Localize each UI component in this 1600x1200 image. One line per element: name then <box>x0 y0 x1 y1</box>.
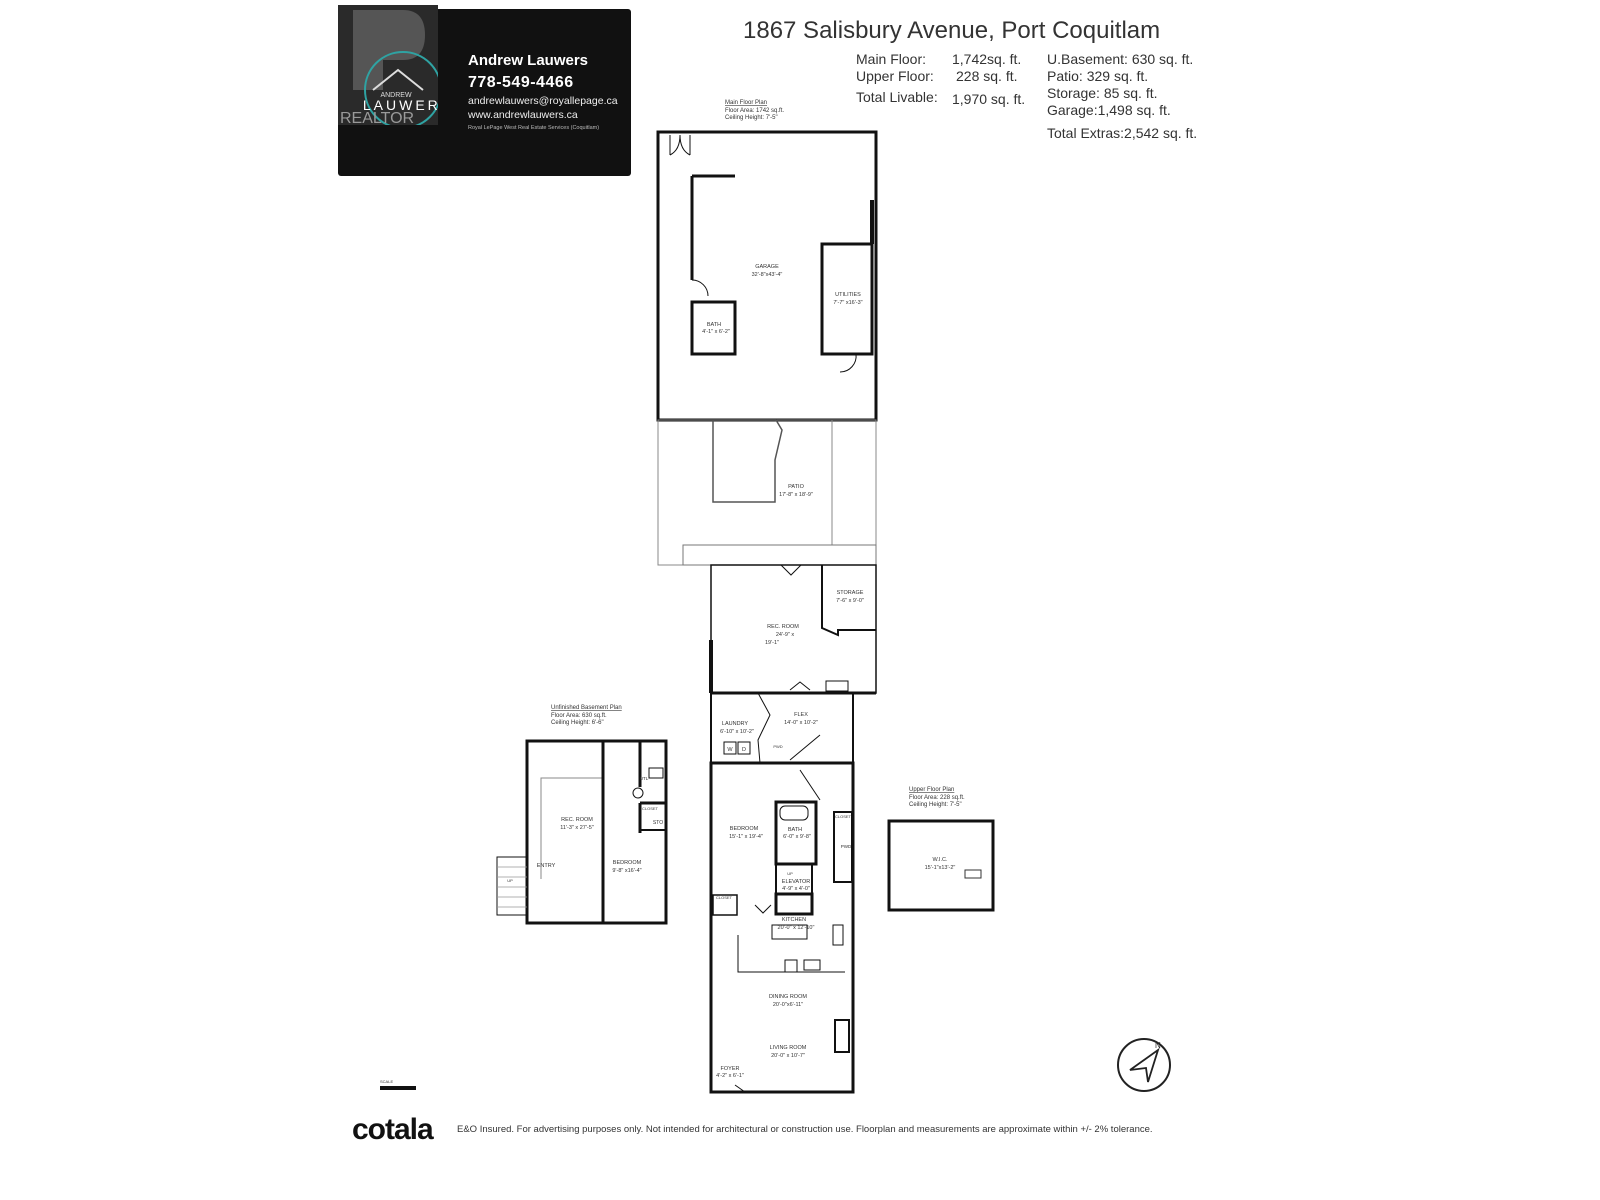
total-livable-value: 1,970 sq. ft. <box>952 91 1026 107</box>
u-basement-stat: U.Basement: 630 sq. ft. <box>1047 51 1194 67</box>
sto-label: STO <box>653 820 663 826</box>
disclaimer: E&O Insured. For advertising purposes on… <box>457 1124 1153 1135</box>
bath-label: BATH <box>788 827 802 833</box>
total-livable-label: Total Livable: <box>856 89 938 105</box>
storage-dims: 7'-6" x 9'-0" <box>836 598 864 604</box>
plan-titles: Main Floor Plan Floor Area: 1742 sq.ft. … <box>551 100 965 808</box>
property-address: 1867 Salisbury Avenue, Port Coquitlam <box>743 17 1161 44</box>
extras-stats: U.Basement: 630 sq. ft. Patio: 329 sq. f… <box>1047 51 1197 142</box>
washer-label: W <box>727 747 733 753</box>
elevator-dims: 4'-9" x 4'-0" <box>782 886 810 892</box>
basement-bedroom-dims: 9'-8" x16'-4" <box>612 868 641 874</box>
basement-rec-room-label: REC. ROOM <box>561 817 593 823</box>
stairs-icon <box>964 869 982 879</box>
kitchen-label: KITCHEN <box>782 917 806 923</box>
basement-plan-walls <box>496 739 668 925</box>
patio-stat: Patio: 329 sq. ft. <box>1047 68 1149 84</box>
elevator-label: ELEVATOR <box>782 879 810 885</box>
storage-stat: Storage: 85 sq. ft. <box>1047 85 1158 101</box>
garage-bath-dims: 4'-1" x 6'-2" <box>702 329 730 335</box>
agent-phone: 778-549-4466 <box>468 74 574 91</box>
wic-label: W.I.C. <box>933 857 948 863</box>
rec-room-dims: 24'-9" x <box>776 632 795 638</box>
north-compass-icon: N <box>1117 1038 1171 1092</box>
agent-website: www.andrewlauwers.ca <box>468 109 578 121</box>
basement-rec-room-dims: 11'-3" x 27'-5" <box>560 825 593 831</box>
upper-plan-area: Floor Area: 228 sq.ft. <box>909 795 965 801</box>
agent-brokerage: Royal LePage West Real Estate Services (… <box>468 125 600 131</box>
main-floor-value: 1,742sq. ft. <box>952 51 1022 67</box>
svg-text:REALTOR: REALTOR <box>340 110 414 125</box>
basement-closet-label: CLOSET <box>642 806 659 811</box>
upper-plan-title: Upper Floor Plan <box>909 787 954 793</box>
dining-room-dims: 20'-0"x6'-11" <box>773 1002 803 1008</box>
livable-stats-labels: Main Floor: Upper Floor: Total Livable: <box>856 51 938 106</box>
wic-dims: 15'-1"x13'-2" <box>925 865 956 871</box>
main-plan-ceiling: Ceiling Height: 7'-5" <box>725 115 778 121</box>
cotala-logo: cotala <box>352 1113 434 1146</box>
agent-name: Andrew Lauwers <box>468 52 589 69</box>
garage-dims: 32'-8"x43'-4" <box>752 272 783 278</box>
foyer-dims: 4'-2" x 6'-1" <box>716 1073 744 1079</box>
livable-stats-values: 1,742sq. ft. 228 sq. ft. 1,970 sq. ft. <box>952 51 1025 108</box>
svg-text:LAUWERS: LAUWERS <box>363 97 438 113</box>
dining-room-label: DINING ROOM <box>769 994 807 1000</box>
flex-label: FLEX <box>794 712 808 718</box>
garage-stat: Garage:1,498 sq. ft. <box>1047 102 1171 118</box>
utilities-dims: 7'-7" x16'-3" <box>833 300 862 306</box>
elevator-up-label: UP <box>787 871 793 876</box>
stairs-up-label: UP <box>507 878 513 883</box>
agent-email: andrewlauwers@royallepage.ca <box>468 95 618 107</box>
upper-floor-value: 228 sq. ft. <box>956 68 1018 84</box>
basement-plan-ceiling: Ceiling Height: 6'-6" <box>551 720 604 726</box>
pwd-2-label: PWD <box>841 844 852 849</box>
svg-text:SCALE: SCALE <box>380 1079 393 1084</box>
utl-label: UTL <box>640 776 649 781</box>
basement-plan-title: Unfinished Basement Plan <box>551 705 622 711</box>
dryer-label: D <box>742 747 746 753</box>
patio-label: PATIO <box>788 484 804 490</box>
garage-label: GARAGE <box>755 264 779 270</box>
agent-card: ANDREW LAUWERS REALTOR Andrew Lauwers 77… <box>338 5 631 176</box>
upper-room-labels: W.I.C. 15'-1"x13'-2" <box>925 857 956 871</box>
garage-bath-label: BATH <box>707 322 721 328</box>
svg-text:ANDREW: ANDREW <box>380 92 412 99</box>
living-room-label: LIVING ROOM <box>770 1045 807 1051</box>
living-room-dims: 20'-0" x 10'-7" <box>771 1053 805 1059</box>
laundry-label: LAUNDRY <box>722 721 749 727</box>
basement-plan-area: Floor Area: 630 sq.ft. <box>551 713 607 719</box>
closet-label: CLOSET <box>716 895 733 900</box>
main-plan-area: Floor Area: 1742 sq.ft. <box>725 108 784 114</box>
flex-dims: 14'-0" x 10'-2" <box>784 720 818 726</box>
utilities-label: UTILITIES <box>835 292 861 298</box>
laundry-dims: 6'-10" x 10'-2" <box>720 729 754 735</box>
upper-floor-label: Upper Floor: <box>856 68 934 84</box>
main-floor-label: Main Floor: <box>856 51 927 67</box>
upper-wic-walls <box>887 819 995 912</box>
kitchen-dims: 20'-0" x 12'-10" <box>778 925 815 931</box>
patio-dims: 17'-8" x 18'-9" <box>779 492 813 498</box>
rec-room-dims-2: 19'-1" <box>765 640 779 646</box>
foyer-label: FOYER <box>721 1066 740 1072</box>
main-plan-title: Main Floor Plan <box>725 100 767 106</box>
storage-label: STORAGE <box>837 590 864 596</box>
bedroom-label: BEDROOM <box>730 826 759 832</box>
pwd-label: PWD <box>773 744 782 749</box>
scale-bar: SCALE <box>380 1079 416 1090</box>
rec-room-label: REC. ROOM <box>767 624 799 630</box>
upper-plan-ceiling: Ceiling Height: 7'-5" <box>909 802 962 808</box>
svg-text:N: N <box>1155 1041 1161 1050</box>
agent-logo: ANDREW LAUWERS REALTOR <box>338 5 438 125</box>
total-extras-stat: Total Extras:2,542 sq. ft. <box>1047 125 1198 141</box>
basement-bedroom-label: BEDROOM <box>613 860 642 866</box>
main-plan-room-labels: GARAGE 32'-8"x43'-4" UTILITIES 7'-7" x16… <box>702 264 864 1079</box>
bath-dims: 6'-0" x 9'-8" <box>783 834 811 840</box>
closet-2-label: CLOSET <box>835 814 852 819</box>
basement-room-labels: REC. ROOM 11'-3" x 27'-5" BEDROOM 9'-8" … <box>507 776 663 883</box>
bedroom-dims: 15'-1" x 19'-4" <box>729 834 763 840</box>
entry-label: ENTRY <box>537 863 556 869</box>
main-plan-walls <box>656 130 878 1094</box>
